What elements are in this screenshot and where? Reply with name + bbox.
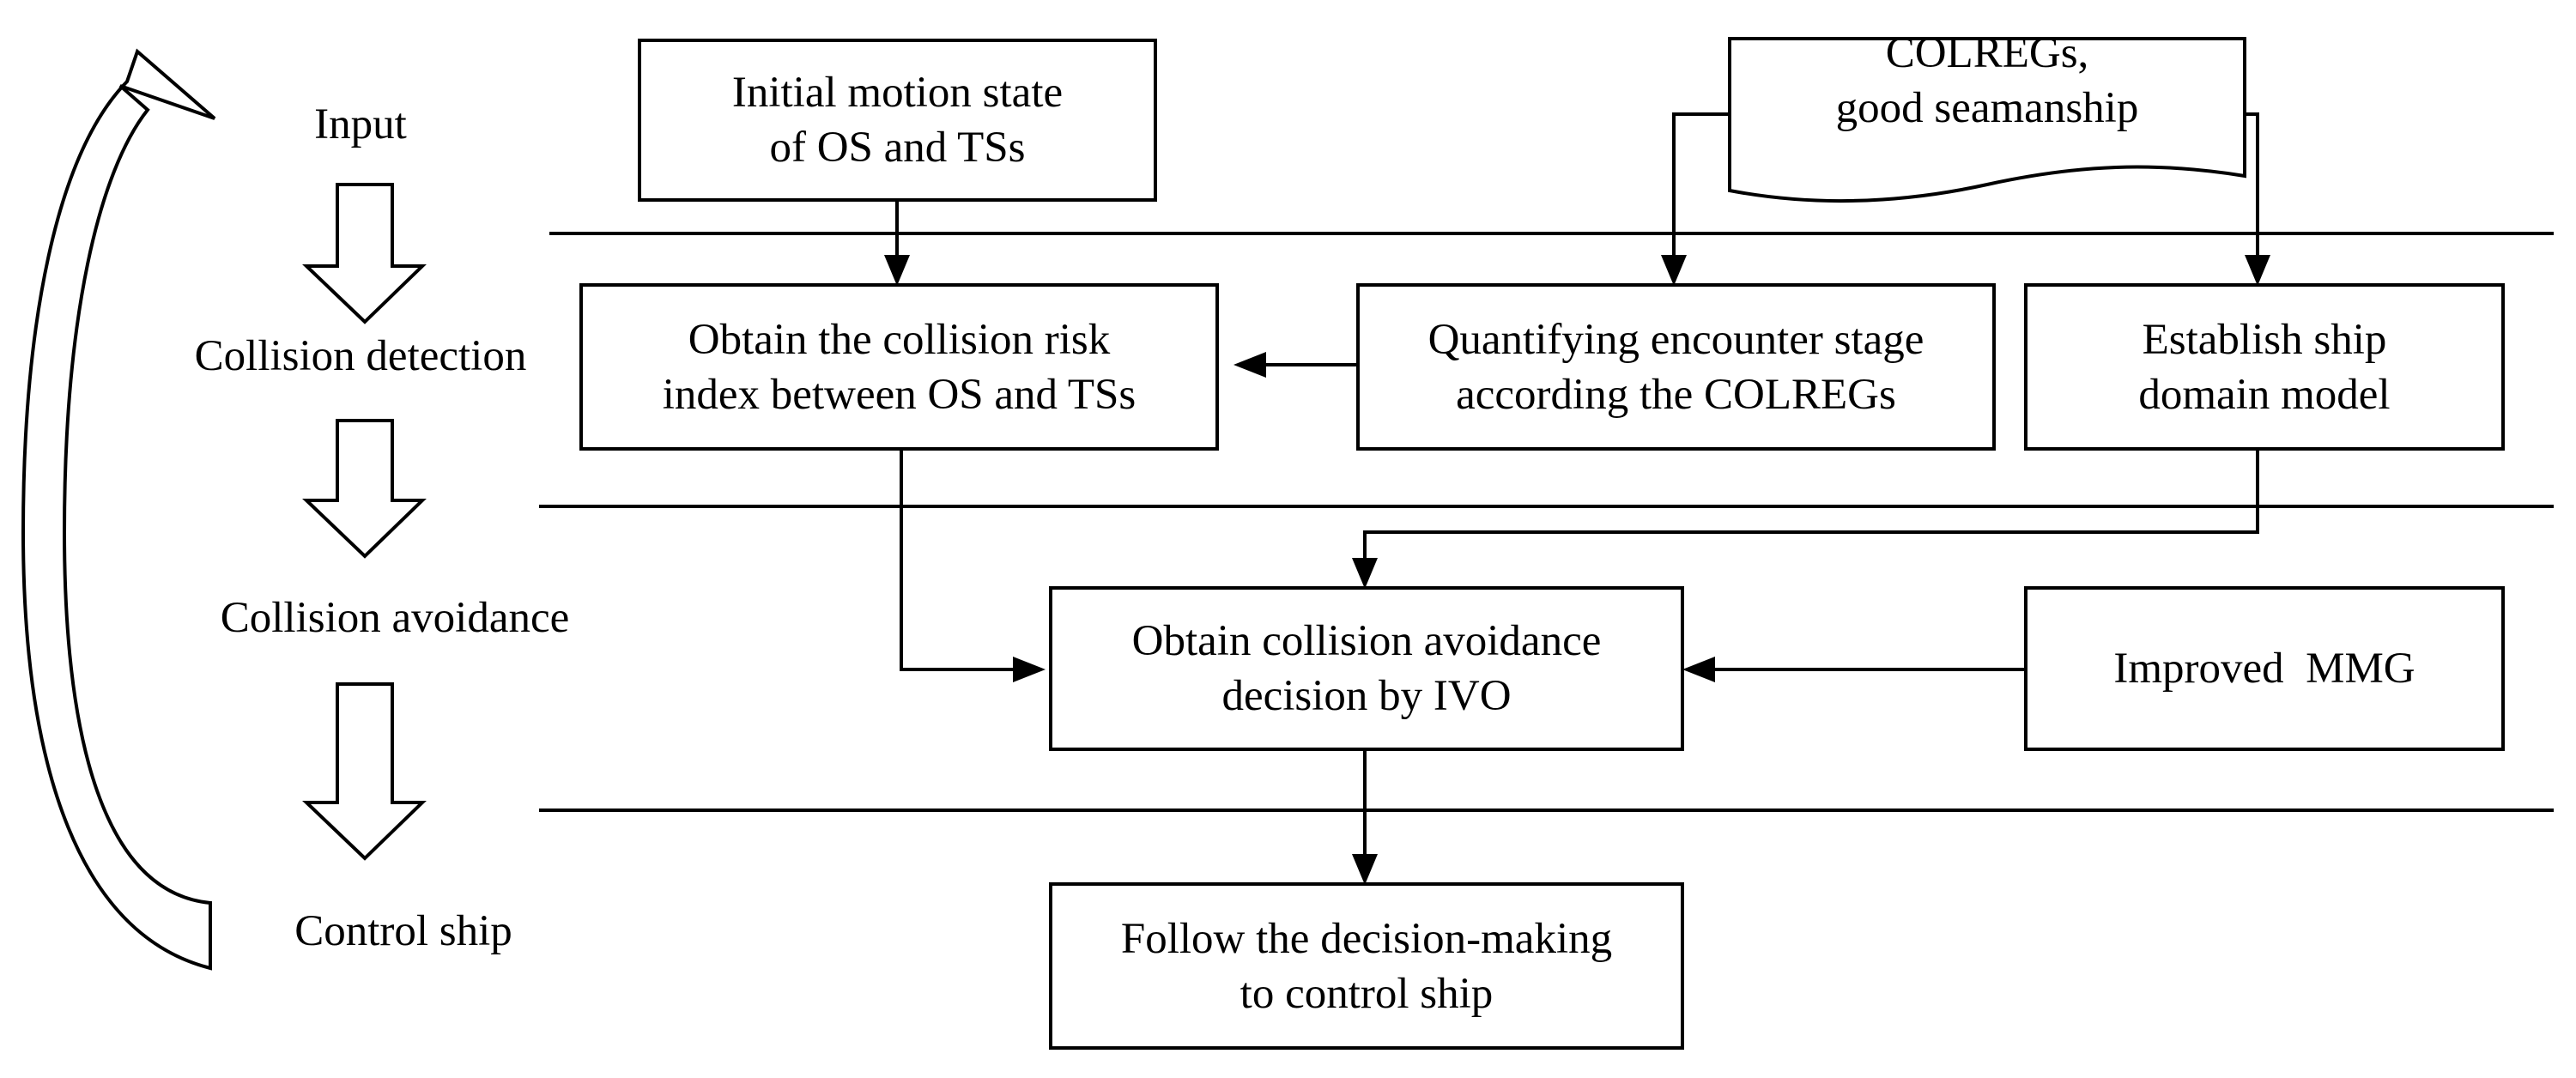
stage-label-collision-detection: Collision detection (194, 332, 527, 380)
colregs-document-text: COLREGs, good seamanship (1725, 26, 2249, 136)
initial-state-line-1: Initial motion state (731, 69, 1064, 117)
encounter-stage-line-1: Quantifying encounter stage (1427, 315, 1924, 364)
colregs-line-2: good seamanship (1835, 84, 2139, 132)
encounter-stage-box: Quantifying encounter stage according th… (1356, 283, 1996, 451)
collision-risk-line-2: index between OS and TSs (662, 370, 1136, 419)
stage-label-control-ship: Control ship (294, 907, 512, 955)
collision-risk-box: Obtain the collision risk index between … (579, 283, 1219, 451)
ship-domain-line-2: domain model (2138, 370, 2391, 419)
collision-risk-line-1: Obtain the collision risk (688, 315, 1111, 364)
hollow-down-arrow-icon (302, 419, 427, 559)
ship-domain-line-1: Establish ship (2142, 315, 2387, 364)
encounter-stage-line-2: according the COLREGs (1456, 370, 1896, 419)
arrowhead (1661, 255, 1687, 286)
arrowhead (1233, 352, 1266, 378)
arrowhead (1682, 657, 1715, 682)
stage-label-collision-avoidance: Collision avoidance (220, 594, 570, 642)
ivo-decision-line-2: decision by IVO (1221, 672, 1512, 720)
mmg-line-1: Improved MMG (2113, 645, 2415, 693)
arrowhead (1013, 657, 1046, 682)
colregs-line-1: COLREGs, (1885, 29, 2089, 77)
initial-state-box: Initial motion state of OS and TSs (638, 39, 1157, 202)
colregs-document-shape (1728, 37, 2246, 203)
hollow-down-arrow-icon (302, 682, 427, 861)
arrowhead (2245, 255, 2270, 286)
ship-domain-box: Establish ship domain model (2024, 283, 2505, 451)
ivo-decision-box: Obtain collision avoidance decision by I… (1049, 586, 1684, 751)
arrowheads (884, 255, 2270, 885)
arrowhead (1352, 854, 1378, 885)
stage-label-input: Input (314, 100, 407, 148)
initial-state-line-2: of OS and TSs (769, 124, 1026, 172)
hollow-down-arrow-icon (302, 183, 427, 324)
control-line-2: to control ship (1240, 969, 1494, 1018)
control-line-1: Follow the decision-making (1120, 914, 1613, 963)
mmg-box: Improved MMG (2024, 586, 2505, 751)
control-box: Follow the decision-making to control sh… (1049, 882, 1684, 1050)
ivo-decision-line-1: Obtain collision avoidance (1131, 617, 1602, 665)
arrowhead (1352, 558, 1378, 589)
connectors (895, 112, 2259, 871)
curved-feedback-arrow-icon (21, 48, 216, 971)
arrowhead (884, 255, 910, 286)
